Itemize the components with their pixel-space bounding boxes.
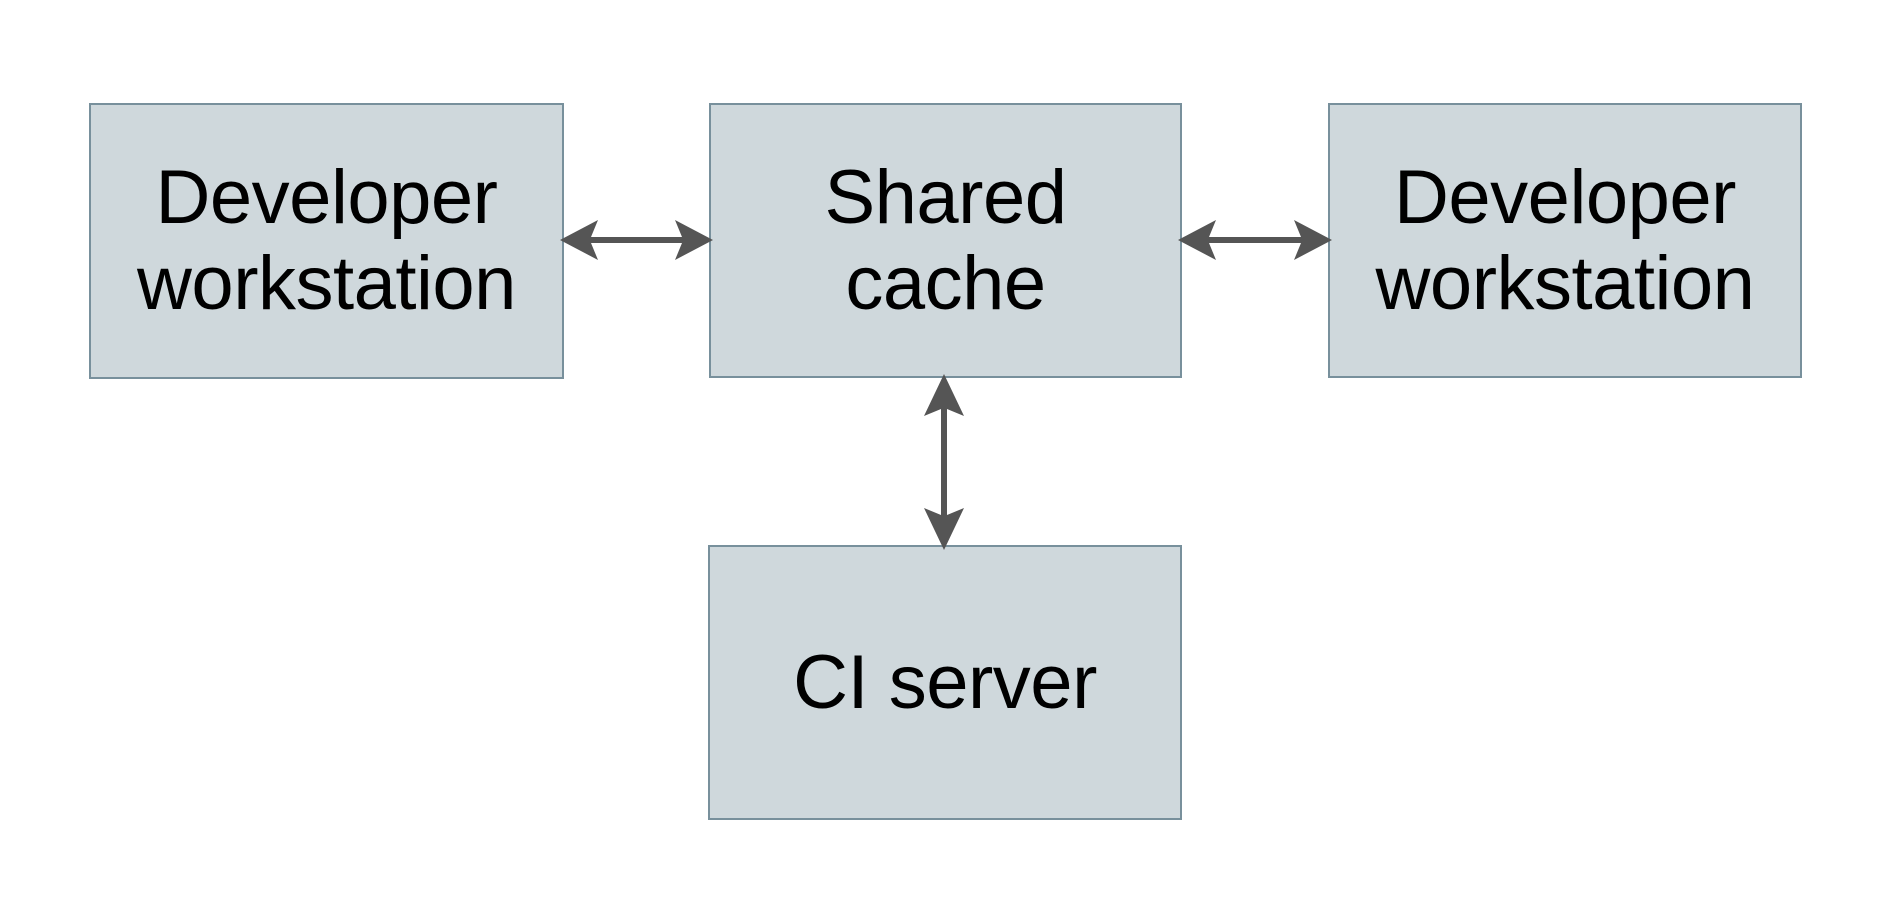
- node-label: CI server: [793, 639, 1097, 725]
- node-developer-workstation-left[interactable]: Developer workstation: [89, 103, 564, 379]
- node-shared-cache[interactable]: Shared cache: [709, 103, 1182, 378]
- edge-shared-cache-to-ci-server: [924, 374, 964, 550]
- double-headed-arrow-icon: [924, 374, 964, 550]
- edge-shared-cache-to-developer-workstation-right: [1178, 220, 1332, 260]
- node-developer-workstation-right[interactable]: Developer workstation: [1328, 103, 1802, 378]
- double-headed-arrow-icon: [1178, 220, 1332, 260]
- node-ci-server[interactable]: CI server: [708, 545, 1182, 820]
- edge-developer-workstation-left-to-shared-cache: [560, 220, 713, 260]
- node-label: Shared cache: [824, 154, 1067, 326]
- node-label: Developer workstation: [137, 155, 516, 326]
- node-label: Developer workstation: [1375, 154, 1755, 326]
- double-headed-arrow-icon: [560, 220, 713, 260]
